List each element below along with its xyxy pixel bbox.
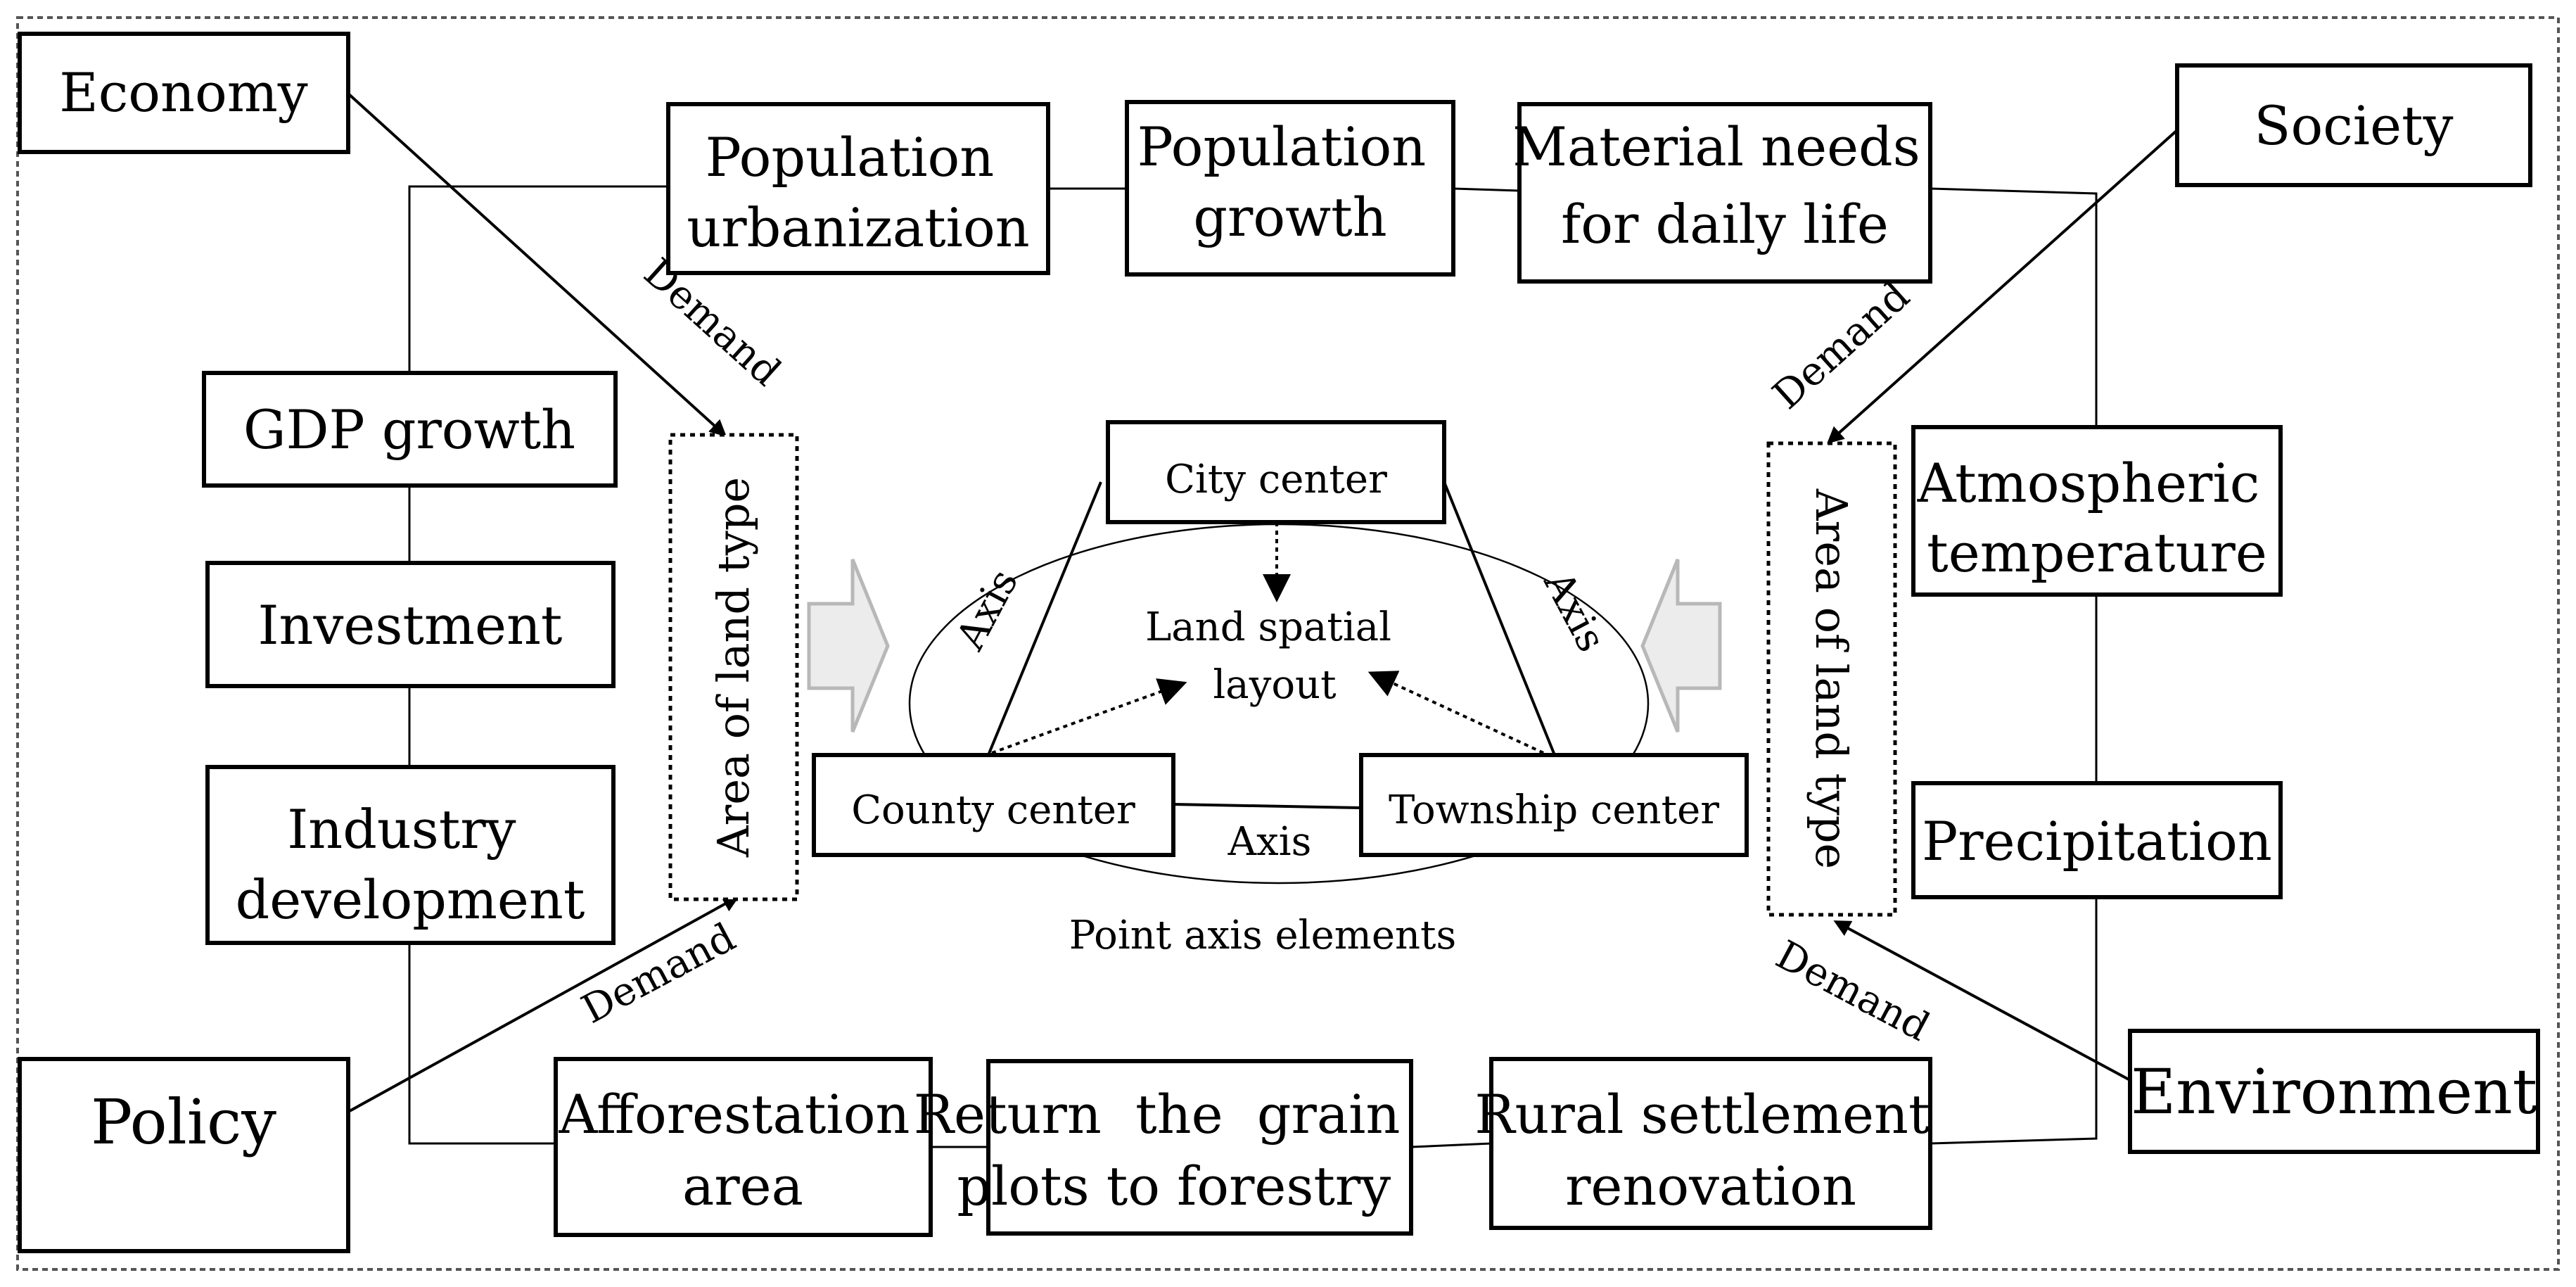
society-box	[2175, 63, 2532, 187]
township-center-label: Township center	[1389, 787, 1719, 833]
demand-label-society: Demand	[1764, 273, 1918, 419]
pop-urbanization-line-1: Population	[706, 126, 995, 189]
afforestation-line-2: area	[682, 1155, 803, 1217]
axis-label-right: Axis	[1534, 564, 1614, 659]
gdp-growth-label: GDP growth	[243, 398, 575, 461]
material-needs-line-1: Material needs	[1512, 115, 1920, 178]
economy-box	[18, 32, 350, 154]
environment-demand-arrow	[1833, 920, 2131, 1082]
material-needs-line-2: for daily life	[1561, 193, 1889, 255]
left-input-arrow	[807, 559, 890, 733]
industry-dev-label: Industry development	[236, 798, 585, 931]
layout-arrows	[991, 522, 1552, 758]
return-grain-line-1: Return the grain	[914, 1083, 1401, 1146]
layout-line-2: layout	[1213, 662, 1337, 708]
pop-growth-label: Population growth	[1137, 115, 1443, 248]
township-center-box	[1359, 753, 1749, 857]
gdp-growth-box	[202, 371, 618, 488]
material-needs-box	[1517, 102, 1932, 284]
pop-growth-box	[1125, 100, 1455, 277]
pop-urbanization-label: Population urbanization	[687, 126, 1029, 259]
return-grain-line-2: plots to forestry	[957, 1155, 1391, 1217]
policy-demand-arrow	[347, 896, 740, 1113]
atmospheric-temp-box	[1911, 425, 2283, 597]
society-demand-arrow	[1827, 129, 2179, 444]
investment-label: Investment	[258, 594, 563, 657]
afforestation-label: Afforestation area	[558, 1083, 926, 1217]
precipitation-box	[1911, 781, 2283, 899]
axis-triangle	[987, 481, 1556, 809]
connector-lines	[408, 185, 2098, 1148]
economy-demand-arrow	[347, 92, 727, 437]
axis-label-bottom: Axis	[1228, 819, 1312, 865]
society-label: Society	[2254, 94, 2453, 157]
economy-label: Economy	[59, 61, 308, 124]
atmospheric-temp-line-2: temperature	[1927, 521, 2267, 584]
industry-dev-line-2: development	[236, 868, 585, 931]
policy-box	[18, 1057, 350, 1253]
land-type-box-right	[1766, 441, 1897, 917]
rural-settlement-line-1: Rural settlement	[1474, 1083, 1930, 1146]
axis-label-left: Axis	[948, 562, 1028, 658]
county-center-label: County center	[851, 787, 1135, 833]
land-type-label-left: Area of land type	[708, 477, 759, 858]
county-center-box	[812, 753, 1175, 857]
material-needs-label: Material needs for daily life	[1512, 115, 1937, 255]
atmospheric-temp-line-1: Atmospheric	[1917, 452, 2260, 514]
point-axis-caption: Point axis elements	[1069, 913, 1457, 958]
return-grain-label: Return the grain plots to forestry	[914, 1083, 1401, 1217]
return-grain-box	[986, 1059, 1413, 1236]
demand-arrows	[347, 92, 2179, 1113]
afforestation-line-1: Afforestation	[558, 1083, 910, 1146]
precipitation-label: Precipitation	[1922, 810, 2272, 873]
outer-frame	[16, 16, 2560, 1271]
layout-line-1: Land spatial	[1145, 604, 1391, 650]
pop-urbanization-box	[666, 102, 1050, 275]
industry-dev-line-1: Industry	[287, 798, 516, 861]
pop-urbanization-line-2: urbanization	[687, 196, 1029, 259]
pop-growth-line-1: Population	[1137, 115, 1427, 178]
city-center-box	[1106, 420, 1446, 524]
rural-settlement-box	[1489, 1057, 1932, 1230]
afforestation-box	[554, 1057, 933, 1237]
land-spatial-layout: Land spatial layout	[1145, 604, 1404, 708]
demand-label-environment: Demand	[1768, 932, 1937, 1050]
right-input-arrow	[1640, 559, 1722, 733]
industry-dev-box	[205, 765, 616, 945]
atmospheric-temp-label: Atmospheric temperature	[1917, 452, 2277, 584]
rural-settlement-line-2: renovation	[1565, 1155, 1856, 1217]
city-center-label: City center	[1165, 457, 1387, 502]
environment-box	[2128, 1029, 2540, 1154]
pop-growth-line-2: growth	[1193, 186, 1386, 248]
land-type-box-left	[668, 433, 799, 901]
policy-label: Policy	[91, 1086, 276, 1158]
investment-box	[205, 561, 616, 688]
land-type-label-right: Area of land type	[1806, 488, 1857, 869]
environment-label: Environment	[2131, 1055, 2537, 1128]
rural-settlement-label: Rural settlement renovation	[1474, 1083, 1946, 1217]
